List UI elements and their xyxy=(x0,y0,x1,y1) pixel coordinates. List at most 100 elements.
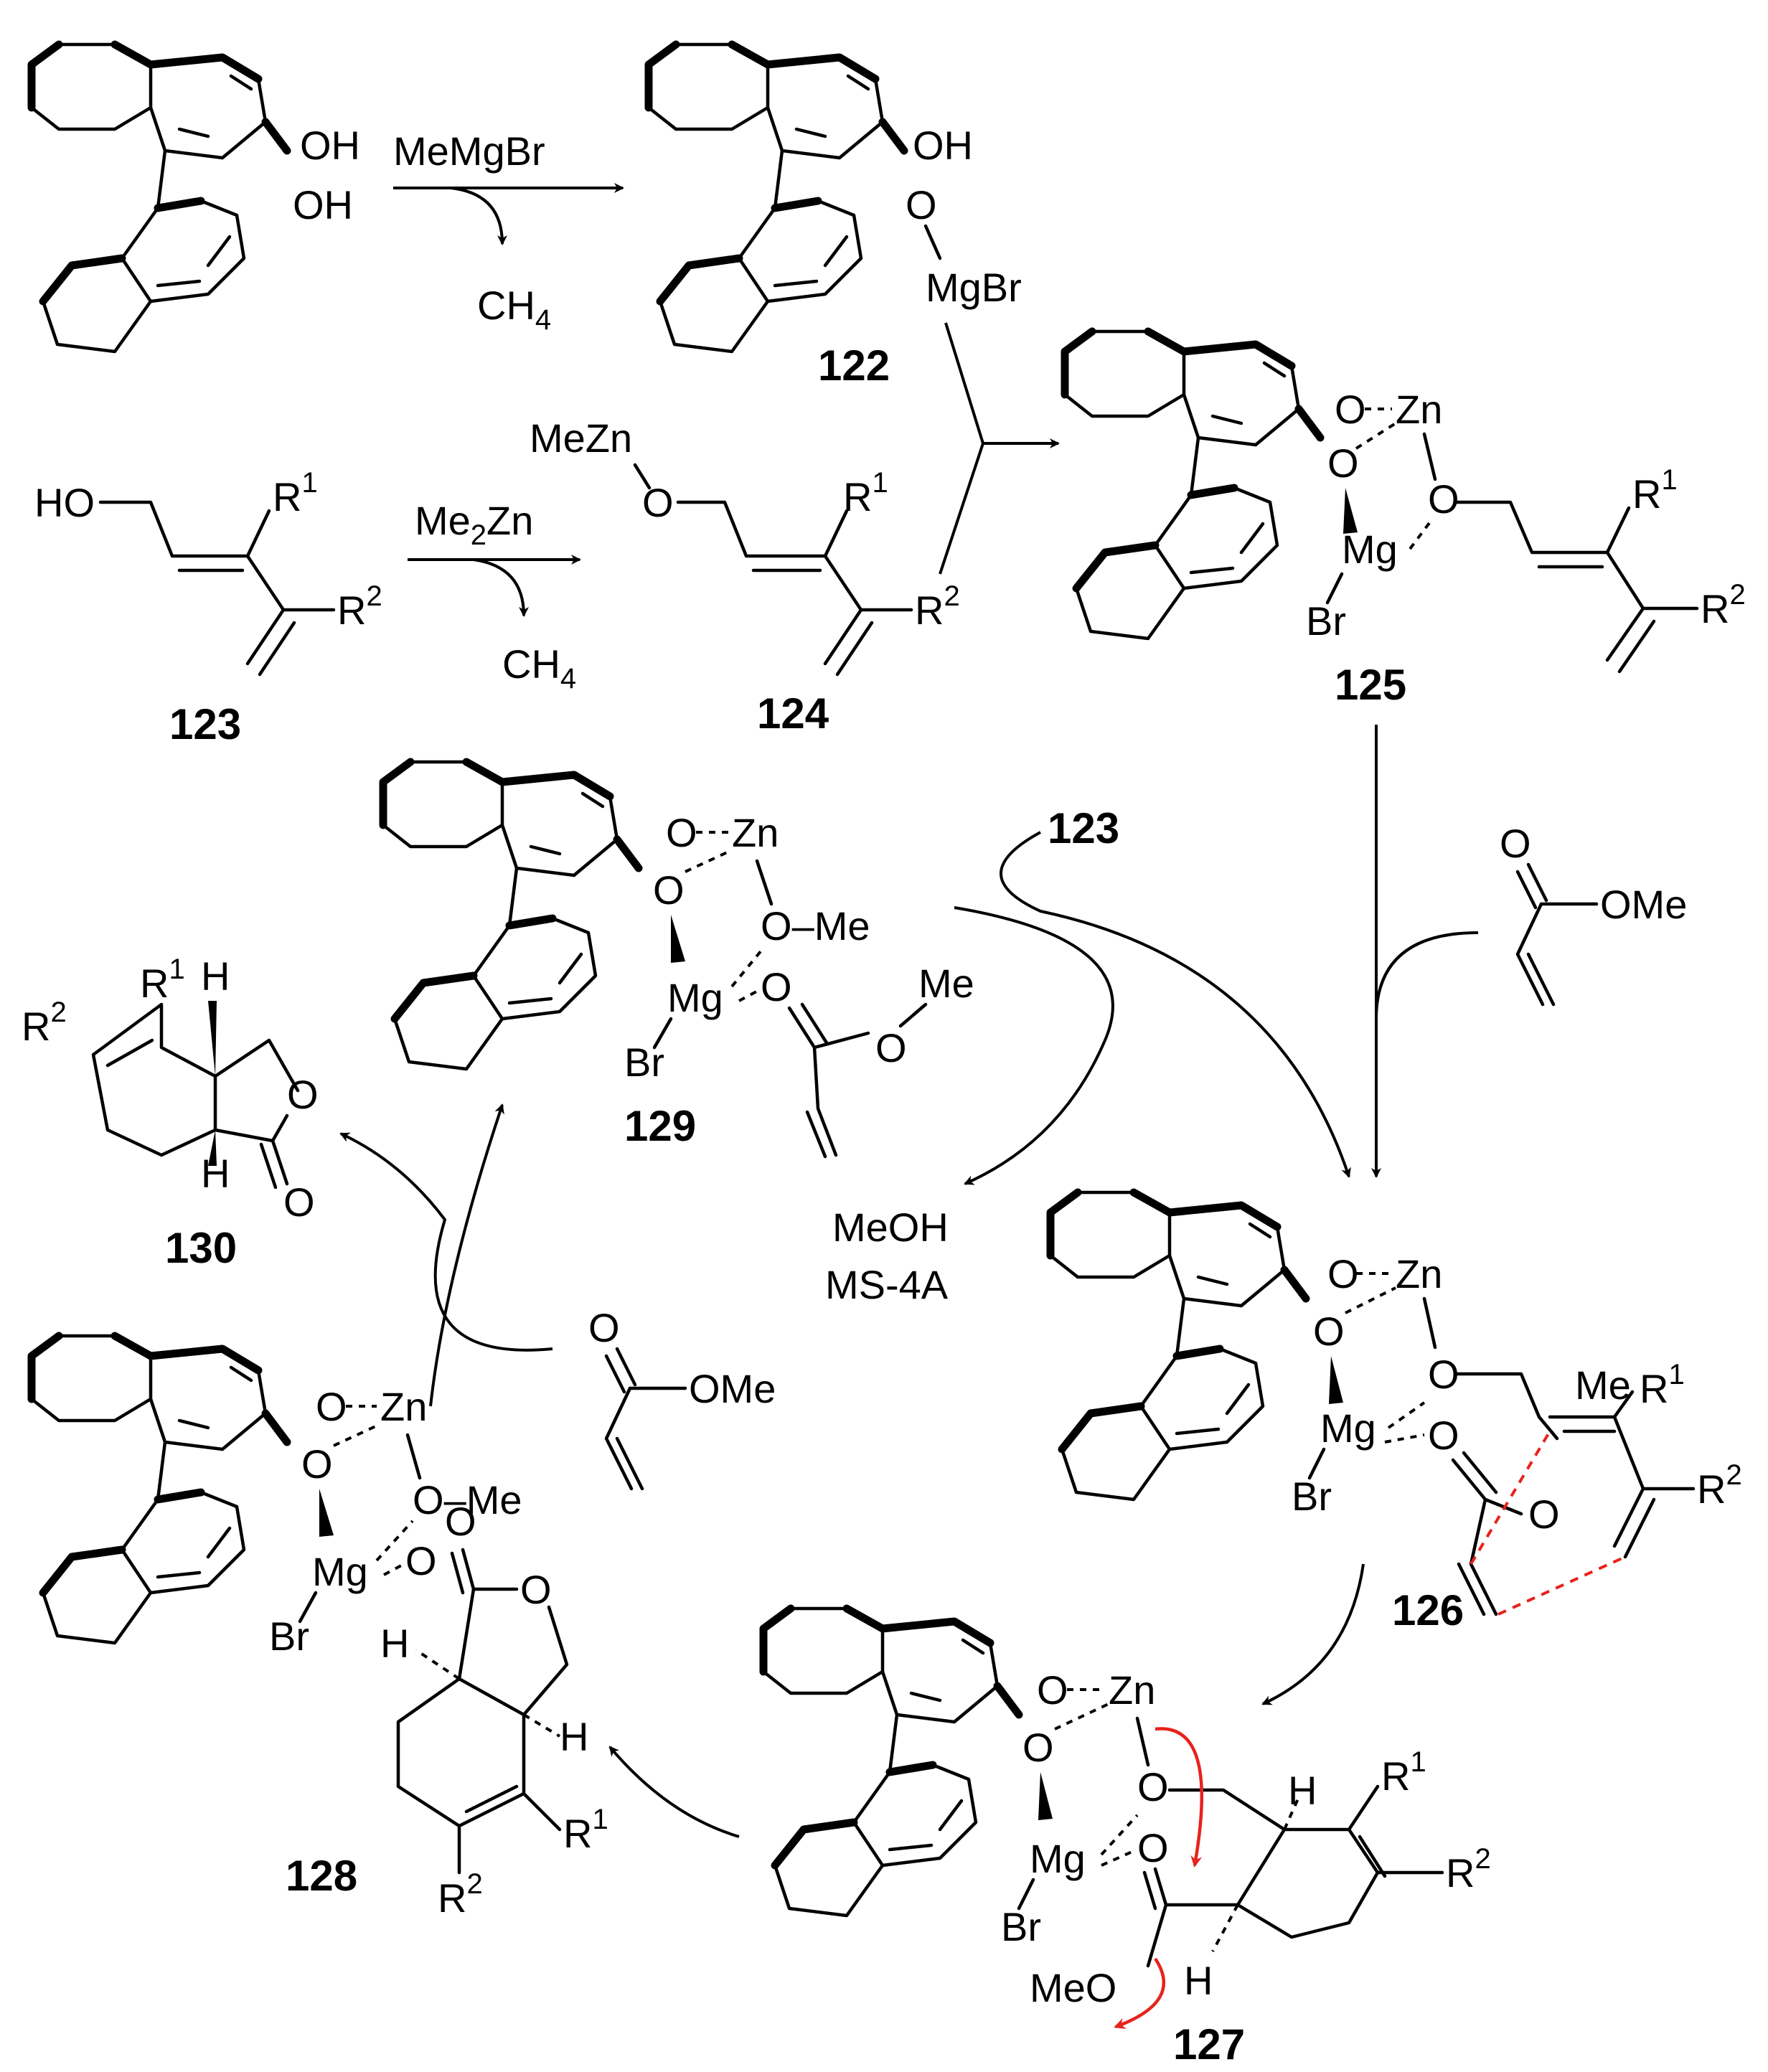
h-top-128: H xyxy=(380,1621,409,1666)
o1-label-127: O xyxy=(1037,1667,1068,1713)
o3-label-128: O xyxy=(405,1538,437,1583)
r2-label-130: R2 xyxy=(22,997,67,1049)
r2-label-123: R2 xyxy=(337,580,382,633)
compound-label-128: 128 xyxy=(286,1852,357,1900)
r2-label-127: R2 xyxy=(1446,1843,1491,1896)
o1-label-126: O xyxy=(1327,1251,1359,1296)
arrow-127-to-128 xyxy=(608,1746,740,1838)
zn-label-125: Zn xyxy=(1396,387,1442,432)
compound-label-129: 129 xyxy=(624,1102,696,1150)
br-label-126: Br xyxy=(1292,1474,1332,1519)
r1-label-128: R1 xyxy=(563,1804,608,1856)
o2-label-128: O xyxy=(301,1441,333,1487)
r1-label-126: R1 xyxy=(1640,1359,1685,1411)
compound-124: MeZn O R1 R2 124 xyxy=(530,415,960,738)
o3-label-127: O xyxy=(1137,1764,1169,1809)
r2-label-126: R2 xyxy=(1697,1459,1742,1512)
h-top-127: H xyxy=(1288,1768,1317,1813)
carbonyl-o-130: O xyxy=(283,1179,315,1225)
o2-label-129: O xyxy=(653,867,685,913)
o2-label-127: O xyxy=(1022,1725,1054,1770)
me-label-129: Me xyxy=(918,961,974,1006)
mezn-label-124: MeZn xyxy=(530,415,632,461)
ome-label-129: O–Me xyxy=(761,903,870,948)
acrylate-ome-left: OMe xyxy=(689,1366,776,1411)
zn-label-129: Zn xyxy=(732,810,779,855)
acrylate-ome-right: OMe xyxy=(1600,882,1687,927)
mg-label-128: Mg xyxy=(312,1549,368,1594)
acrylate-o-right: O xyxy=(1500,821,1531,866)
reagent-meoh: MeOH xyxy=(832,1205,949,1250)
compound-128: O Zn O O–Me Mg Br O O O H H R1 R2 128 xyxy=(32,1336,608,1921)
o3-label-125: O xyxy=(1428,476,1459,522)
lactone-ring-o-128: O xyxy=(520,1567,552,1612)
o2-label-125: O xyxy=(1327,441,1359,486)
zn-label-126: Zn xyxy=(1396,1251,1442,1296)
mg-label-127: Mg xyxy=(1030,1836,1086,1881)
r1-label-125: R1 xyxy=(1632,464,1678,517)
reagent-me2zn: Me2Zn xyxy=(415,498,533,551)
h-right-128: H xyxy=(560,1714,588,1759)
zn-label-128: Zn xyxy=(380,1384,427,1429)
h-top-130: H xyxy=(201,953,230,999)
o4-label-126: O xyxy=(1428,1413,1459,1458)
compound-label-123: 123 xyxy=(169,700,241,748)
ho-label-123: HO xyxy=(34,480,95,525)
o4-label-129: O xyxy=(875,1025,907,1070)
r2-label-128: R2 xyxy=(438,1868,483,1921)
arrow-126-to-127 xyxy=(1261,1563,1365,1705)
mgbr-label-122: MgBr xyxy=(926,265,1022,310)
mg-label-125: Mg xyxy=(1342,527,1398,572)
o1-label-125: O xyxy=(1335,387,1366,432)
reagent-ms4a: MS-4A xyxy=(825,1262,949,1307)
br-label-125: Br xyxy=(1306,598,1346,644)
methyl-acrylate-left: O OMe xyxy=(588,1305,776,1491)
o5-label-126: O xyxy=(1528,1492,1560,1537)
ring-o-130: O xyxy=(287,1072,319,1117)
reagent-memgbr: MeMgBr xyxy=(393,128,545,174)
compound-123: HO R1 R2 123 xyxy=(34,467,382,748)
o3-label-129: O xyxy=(761,964,792,1009)
r1-label-123: R1 xyxy=(273,467,318,519)
compound-126: O Zn O Mg Br O O O Me R1 R2 126 xyxy=(1050,1192,1742,1634)
oh-label-2: OH xyxy=(293,182,353,227)
compound-130: R1 R2 H H O O 130 xyxy=(22,953,319,1272)
byproduct-ch4-top: CH4 xyxy=(477,283,551,336)
compound-label-123-cycle: 123 xyxy=(1048,804,1119,852)
o1-label-129: O xyxy=(666,810,697,855)
methyl-acrylate-right: O OMe xyxy=(1375,821,1687,1019)
merge-arrow xyxy=(939,322,1060,575)
r1-label-130: R1 xyxy=(140,953,185,1006)
h8-binol-diol: OH OH xyxy=(32,44,360,352)
step-arrow-me2zn: Me2Zn CH4 xyxy=(408,498,581,694)
mg-label-126: Mg xyxy=(1320,1405,1376,1451)
compound-label-125: 125 xyxy=(1335,661,1406,709)
meo-label-127: MeO xyxy=(1030,1965,1116,2010)
compound-127: O Zn O O Mg Br O MeO H H R1 R2 127 xyxy=(763,1609,1491,2068)
zn-label-127: Zn xyxy=(1109,1667,1155,1713)
compound-label-124: 124 xyxy=(757,689,829,738)
o4-label-127: O xyxy=(1137,1825,1169,1870)
me-label-126: Me xyxy=(1575,1362,1631,1408)
o3-label-126: O xyxy=(1428,1352,1459,1397)
oh-label-122: OH xyxy=(913,123,973,168)
r1-label-127: R1 xyxy=(1381,1746,1426,1799)
br-label-127: Br xyxy=(1001,1904,1041,1949)
oh-label-1: OH xyxy=(300,123,360,168)
compound-label-126: 126 xyxy=(1392,1586,1464,1634)
mg-label-129: Mg xyxy=(667,975,723,1020)
h-bottom-127: H xyxy=(1184,1958,1213,2003)
compound-label-130: 130 xyxy=(165,1224,237,1272)
ome-label-128: O–Me xyxy=(413,1477,522,1522)
r1-label-124: R1 xyxy=(843,467,888,519)
compound-129: O Zn O O–Me Mg Br O Me O 129 xyxy=(383,762,974,1159)
br-label-128: Br xyxy=(269,1614,309,1659)
r2-label-125: R2 xyxy=(1701,579,1746,631)
compound-label-127: 127 xyxy=(1173,2020,1245,2068)
lactone-carbonyl-o-128: O xyxy=(445,1499,476,1544)
byproduct-ch4-mid: CH4 xyxy=(502,641,576,694)
o-label-124: O xyxy=(642,480,674,525)
o2-label-126: O xyxy=(1313,1309,1345,1354)
cycle-left-arrows xyxy=(339,1103,553,1407)
